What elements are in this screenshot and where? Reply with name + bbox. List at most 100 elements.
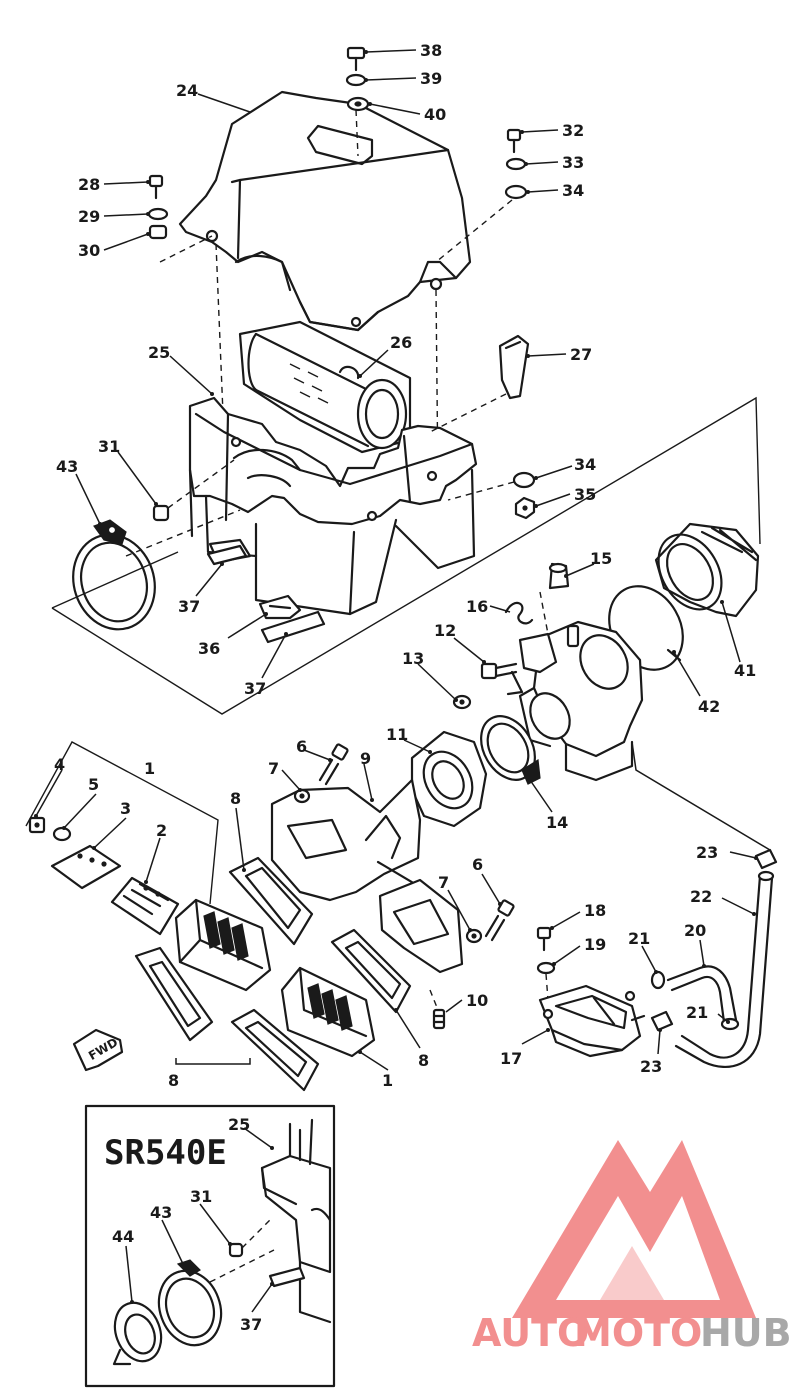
flange-11	[410, 730, 488, 828]
sr540e-inset: SR540E 25 43	[84, 1104, 336, 1388]
inset-title: SR540E	[104, 1133, 227, 1173]
callout-8-right: 8	[418, 1051, 429, 1070]
grommet-34-top	[504, 184, 528, 200]
pad-27	[498, 334, 530, 400]
callout-35: 35	[574, 485, 596, 504]
hose-22	[674, 870, 775, 1069]
callout-24: 24	[176, 81, 198, 100]
carburetor	[506, 562, 644, 782]
callout-28: 28	[78, 175, 100, 194]
bolt-28	[148, 174, 164, 200]
left-mount-line	[159, 235, 213, 263]
cover-bolt-38	[346, 46, 366, 72]
callout-7-lower: 7	[438, 873, 449, 892]
grommet-34-bottom	[512, 471, 536, 489]
callout-21-upper: 21	[628, 929, 650, 948]
inset-callout-37: 37	[240, 1315, 262, 1334]
inset-frame	[84, 1104, 336, 1388]
grommet-40	[346, 96, 370, 112]
bolt-6-lower	[484, 899, 515, 942]
callout-15: 15	[590, 549, 612, 568]
callout-23-bottom: 23	[640, 1057, 662, 1076]
washer-19	[536, 961, 556, 975]
callout-22: 22	[690, 887, 712, 906]
callout-32: 32	[562, 121, 584, 140]
callout-27: 27	[570, 345, 592, 364]
grommet-34-guide	[447, 481, 515, 501]
washer-7-upper	[293, 788, 311, 804]
callout-40: 40	[424, 105, 446, 124]
callout-42: 42	[698, 697, 720, 716]
washer-33	[505, 157, 527, 171]
inset-callout-44: 44	[112, 1227, 134, 1246]
callout-26: 26	[390, 333, 412, 352]
inset-clamp-43	[157, 1259, 223, 1347]
reed-group-bracket	[25, 741, 219, 905]
callout-3: 3	[120, 799, 131, 818]
pad-guide-line	[429, 393, 507, 433]
callout-31: 31	[98, 437, 120, 456]
gasket-8-right	[330, 928, 412, 1014]
callout-13: 13	[402, 649, 424, 668]
nut-31-guide	[167, 459, 235, 509]
callout-11: 11	[386, 725, 408, 744]
callout-2: 2	[156, 821, 167, 840]
watermark-text-moto: MOTO	[574, 1311, 702, 1355]
washer-13	[452, 694, 472, 710]
strip-37-upper	[206, 544, 248, 566]
gasket-8-lower-center	[230, 1008, 320, 1092]
gasket-8-lower-left	[134, 946, 214, 1042]
callout-7-upper: 7	[268, 759, 279, 778]
callout-6-upper: 6	[296, 737, 307, 756]
callout-4: 4	[54, 755, 65, 774]
nut-35	[514, 496, 536, 520]
callout-10: 10	[466, 991, 488, 1010]
gasket-8-bracket	[175, 1058, 251, 1065]
washer-29	[147, 207, 169, 221]
callout-16: 16	[466, 597, 488, 616]
callout-41: 41	[734, 661, 756, 680]
callout-8-upper: 8	[230, 789, 241, 808]
inset-callout-25: 25	[228, 1115, 250, 1134]
callout-8-bottom: 8	[168, 1071, 179, 1090]
leader-lines	[34, 49, 758, 1071]
callout-labels: 38 39 40 24 32 33 34 28 29 30 25 26 27 3…	[54, 41, 756, 1090]
callout-23-top: 23	[696, 843, 718, 862]
screw-4	[28, 816, 46, 834]
strip-37-lower	[260, 610, 326, 644]
callout-18: 18	[584, 901, 606, 920]
callout-34-bottom: 34	[574, 455, 596, 474]
watermark-logo-icon	[512, 1140, 756, 1318]
watermark-text-hub: HUB	[700, 1311, 792, 1355]
callout-39: 39	[420, 69, 442, 88]
inset-clamp-guide	[209, 1249, 275, 1283]
airbox-frame-left	[51, 551, 179, 609]
reed-valve-assembly-1-lower	[280, 966, 376, 1058]
bolt-axis-line	[355, 109, 359, 157]
callout-21-lower: 21	[686, 1003, 708, 1022]
washer-7-lower	[465, 928, 483, 944]
inset-callout-43: 43	[150, 1203, 172, 1222]
callout-9: 9	[360, 749, 371, 768]
inset-air-box-corner	[260, 1118, 332, 1324]
clip-23-top	[754, 848, 778, 870]
callout-12: 12	[434, 621, 456, 640]
rubber-boot-41	[654, 522, 760, 618]
band-21-lower	[720, 1017, 740, 1031]
automotohub-watermark: AUTO MOTO HUB	[472, 1140, 792, 1355]
inset-nut-31	[228, 1242, 244, 1258]
pump-guide	[545, 973, 549, 1001]
stud-10	[432, 1008, 446, 1030]
airbox-group-frame	[51, 396, 761, 715]
callout-1-bottom: 1	[382, 1071, 393, 1090]
callout-20: 20	[684, 921, 706, 940]
callout-33: 33	[562, 153, 584, 172]
filter-element	[238, 320, 412, 454]
clip-16	[504, 601, 534, 625]
inset-nut-guide	[241, 1219, 271, 1249]
callout-43: 43	[56, 457, 78, 476]
fwd-arrow-icon: FWD	[72, 1028, 124, 1072]
callout-38: 38	[420, 41, 442, 60]
gasket-8-upper-left	[228, 856, 314, 946]
nut-31	[152, 504, 170, 522]
